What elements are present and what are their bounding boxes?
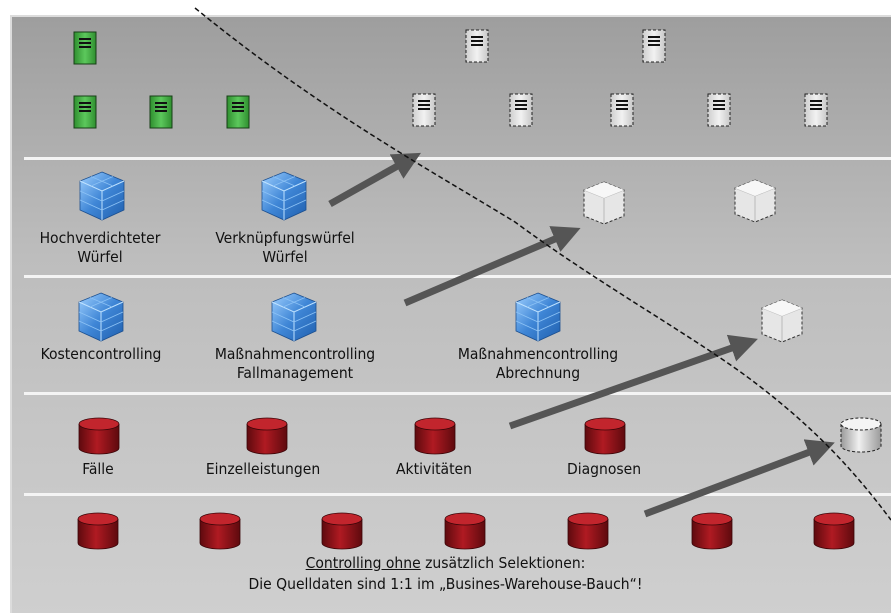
db-label: Fälle — [82, 460, 114, 478]
database-icon — [567, 512, 609, 550]
olap-cube-icon — [79, 171, 125, 221]
controlling-label: Maßnahmencontrolling Fallmanagement — [214, 345, 376, 382]
olap-cube-icon — [78, 292, 124, 342]
caption-underlined: Controlling ohne — [305, 554, 421, 572]
growth-arrow — [328, 152, 421, 208]
db-label: Einzelleistungen — [205, 460, 321, 478]
planned-cube-icon — [761, 299, 803, 343]
database-icon — [444, 512, 486, 550]
growth-arrow — [643, 439, 835, 518]
olap-cube-icon — [271, 292, 317, 342]
layer-separator — [24, 157, 891, 160]
report-planned-icon — [804, 93, 828, 127]
planned-cube-icon — [734, 179, 776, 223]
planned-database-icon — [840, 417, 882, 453]
layer-separator — [24, 493, 891, 496]
report-planned-icon — [610, 93, 634, 127]
database-icon — [691, 512, 733, 550]
report-active-icon — [226, 95, 250, 129]
controlling-label: Kostencontrolling — [40, 345, 162, 363]
planned-cube-icon — [583, 181, 625, 225]
boundary-dashed-line — [194, 7, 891, 521]
caption-rest: zusätzlich Selektionen: — [420, 554, 586, 572]
database-icon — [246, 417, 288, 455]
database-icon — [321, 512, 363, 550]
database-icon — [199, 512, 241, 550]
caption: Controlling ohne zusätzlich Selektionen:… — [0, 553, 891, 595]
report-planned-icon — [465, 29, 489, 63]
report-planned-icon — [707, 93, 731, 127]
report-active-icon — [73, 95, 97, 129]
layer-separator — [24, 275, 891, 278]
controlling-label: Maßnahmencontrolling Abrechnung — [457, 345, 619, 382]
growth-arrow — [508, 334, 758, 430]
report-planned-icon — [509, 93, 533, 127]
growth-arrow — [403, 226, 581, 307]
database-icon — [414, 417, 456, 455]
layer-separator — [24, 392, 891, 395]
db-label: Diagnosen — [566, 460, 642, 478]
caption-line-1: Controlling ohne zusätzlich Selektionen: — [0, 553, 891, 574]
report-planned-icon — [412, 93, 436, 127]
olap-cube-icon — [261, 171, 307, 221]
cube-label: Verknüpfungswürfel Würfel — [215, 229, 355, 266]
db-label: Aktivitäten — [396, 460, 472, 478]
report-active-icon — [73, 31, 97, 65]
report-active-icon — [149, 95, 173, 129]
olap-cube-icon — [515, 292, 561, 342]
database-icon — [813, 512, 855, 550]
database-icon — [77, 512, 119, 550]
database-icon — [78, 417, 120, 455]
database-icon — [584, 417, 626, 455]
caption-line-2: Die Quelldaten sind 1:1 im „Busines-Ware… — [248, 575, 643, 593]
report-planned-icon — [642, 29, 666, 63]
cube-label: Hochverdichteter Würfel — [39, 229, 161, 266]
